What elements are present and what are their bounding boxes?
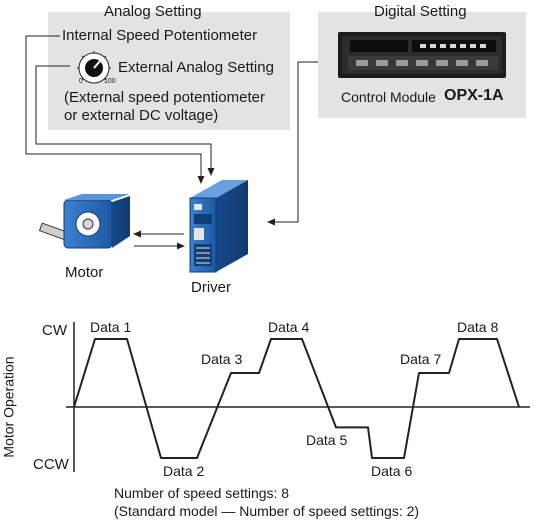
data-label-5: Data 5	[306, 432, 348, 449]
digital-panel-title: Digital Setting	[374, 3, 467, 20]
external-note-line1: (External speed potentiometer	[64, 89, 265, 106]
control-module-model: OPX-1A	[444, 87, 504, 104]
data-label-2: Data 2	[163, 463, 205, 479]
internal-speed-pot-label: Internal Speed Potentiometer	[62, 27, 258, 44]
motor-label: Motor	[65, 264, 104, 281]
motor-image	[38, 194, 130, 249]
driver-image	[189, 180, 248, 273]
potentiometer-dial-icon	[77, 51, 111, 84]
speed-profile-line	[73, 338, 520, 459]
driver-label: Driver	[191, 279, 231, 296]
data-label-8: Data 8	[457, 319, 499, 335]
external-analog-label: External Analog Setting	[118, 59, 274, 76]
digital-line	[267, 61, 318, 226]
connection-lines	[25, 35, 318, 250]
external-analog-line	[35, 65, 215, 176]
y-axis-title: Motor Operation	[0, 356, 17, 458]
external-note-line2: or external DC voltage)	[64, 107, 219, 124]
ccw-label: CCW	[33, 456, 69, 473]
analog-panel-title: Analog Setting	[104, 3, 202, 20]
data-label-3: Data 3	[201, 351, 243, 367]
data-label-6: Data 6	[371, 463, 413, 479]
data-label-1: Data 1	[90, 319, 132, 335]
internal-pot-line	[25, 35, 205, 184]
caption-line2: (Standard model — Number of speed settin…	[114, 503, 420, 519]
control-module-label: Control Module	[341, 89, 436, 105]
speed-chart	[66, 322, 530, 472]
control-module-image	[338, 32, 506, 78]
dial-min-label: 0	[79, 78, 83, 85]
dial-max-label: 100	[104, 78, 116, 85]
caption-line1: Number of speed settings: 8	[114, 485, 290, 501]
data-label-4: Data 4	[268, 319, 310, 335]
cw-label: CW	[42, 322, 67, 339]
data-label-7: Data 7	[400, 351, 442, 367]
